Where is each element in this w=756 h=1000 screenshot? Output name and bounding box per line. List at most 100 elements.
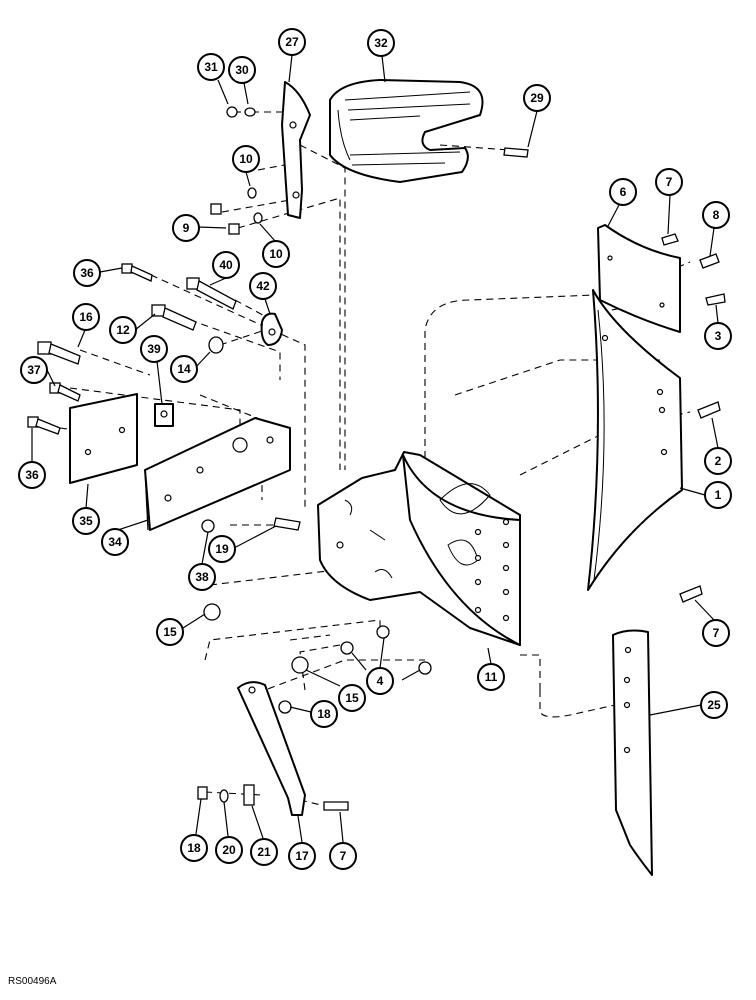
callout-12: 12 [109,316,137,344]
bolt-29 [503,147,529,158]
svg-text:11: 11 [485,670,498,684]
svg-text:17: 17 [295,849,309,863]
svg-text:35: 35 [79,514,93,528]
svg-text:15: 15 [163,625,177,639]
callouts: 31 30 27 32 29 10 9 10 6 7 8 36 40 42 3 … [18,28,732,870]
callout-6: 6 [609,178,637,206]
bolt-19 [273,517,301,531]
assembly-dashed-lines [59,111,691,807]
callout-40: 40 [212,251,240,279]
svg-text:7: 7 [666,175,673,189]
callout-15-left: 15 [156,618,184,646]
bolt-16 [37,341,81,365]
svg-text:20: 20 [222,843,236,857]
callout-18-lower: 18 [180,834,208,862]
part-32-bumper [329,79,484,183]
callout-25: 25 [700,691,728,719]
svg-text:3: 3 [715,329,722,343]
callout-14: 14 [170,355,198,383]
callout-3: 3 [704,322,732,350]
part-27-bracket [281,81,311,219]
part-11-frog [317,451,521,646]
frog-bolt-holes [336,518,510,622]
svg-text:2: 2 [715,454,722,468]
leader-lines [31,54,719,843]
svg-text:21: 21 [257,845,271,859]
callout-7-top: 7 [655,168,683,196]
svg-text:18: 18 [317,707,331,721]
svg-text:10: 10 [239,152,253,166]
part-25-landside [612,629,653,876]
callout-20: 20 [215,836,243,864]
bolt-7-bottom [323,801,349,811]
callout-31: 31 [197,53,225,81]
callout-19: 19 [208,535,236,563]
part-6-extension [597,224,681,333]
nuts-and-washers [197,106,432,806]
svg-text:7: 7 [713,626,720,640]
svg-text:39: 39 [147,342,161,356]
callout-38: 38 [188,563,216,591]
svg-text:6: 6 [620,185,627,199]
part-35-plate [69,393,138,484]
callout-29: 29 [523,84,551,112]
svg-text:25: 25 [707,698,721,712]
svg-text:9: 9 [183,221,190,235]
callout-32: 32 [367,29,395,57]
svg-text:38: 38 [195,570,209,584]
bolt-7-middle [679,585,703,603]
callout-8: 8 [702,201,730,229]
bolt-40 [186,277,237,310]
bolts [27,147,726,811]
svg-text:7: 7 [340,849,347,863]
callout-17: 17 [288,842,316,870]
svg-text:10: 10 [269,247,283,261]
bolt-3 [705,293,726,306]
callout-39: 39 [140,335,168,363]
callout-37: 37 [20,356,48,384]
bolt-2 [697,401,721,419]
svg-text:37: 37 [27,363,41,377]
callout-36-top: 36 [73,259,101,287]
svg-text:15: 15 [345,691,359,705]
part-34-spacer [144,417,291,531]
svg-text:30: 30 [235,63,249,77]
svg-text:34: 34 [108,535,122,549]
callout-7-bottom: 7 [329,842,357,870]
svg-text:16: 16 [79,310,93,324]
svg-text:36: 36 [25,468,39,482]
callout-9: 9 [172,214,200,242]
callout-1: 1 [704,481,732,509]
callout-42: 42 [249,272,277,300]
callout-21: 21 [250,838,278,866]
bolt-8 [699,253,720,269]
callout-35: 35 [72,507,100,535]
callout-16: 16 [72,303,100,331]
svg-text:12: 12 [116,323,130,337]
svg-text:1: 1 [715,488,722,502]
bolt-37 [49,382,81,402]
callout-15-right: 15 [338,684,366,712]
callout-10-bottom: 10 [262,240,290,268]
callout-34: 34 [101,528,129,556]
svg-text:4: 4 [377,674,384,688]
callout-11: 11 [477,663,505,691]
bolt-12 [151,304,197,331]
part-1-moldboard [587,289,683,591]
part-42-bracket [260,312,283,346]
callout-7-middle: 7 [702,619,730,647]
part-39-square-washer [154,403,174,427]
svg-text:14: 14 [177,362,191,376]
callout-30: 30 [228,56,256,84]
svg-text:8: 8 [713,208,720,222]
callout-10-top: 10 [232,145,260,173]
svg-text:40: 40 [219,258,233,272]
svg-text:18: 18 [187,841,201,855]
bolt-36-top [121,263,153,282]
svg-text:27: 27 [285,35,299,49]
part-17-rod [237,681,306,816]
svg-text:32: 32 [374,36,388,50]
svg-text:19: 19 [215,542,229,556]
callout-4: 4 [366,667,394,695]
